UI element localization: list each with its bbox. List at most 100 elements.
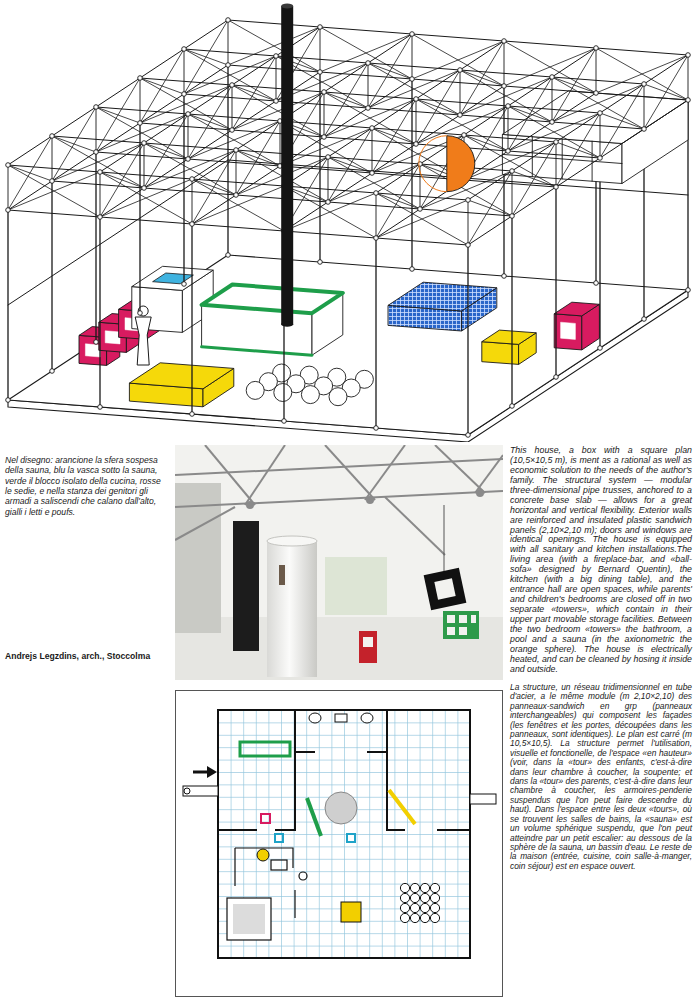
plan-ball-sofa [400, 883, 439, 922]
ball-joint [138, 76, 143, 81]
truss-tube [140, 94, 184, 123]
ball-joint [594, 46, 599, 51]
truss-tube [508, 77, 552, 151]
ball-joint [458, 68, 463, 73]
ball-joint [138, 121, 143, 126]
ball-joint [410, 77, 415, 82]
truss-tube [52, 136, 96, 152]
truss-tube [460, 115, 552, 122]
plan-green-storage [240, 742, 290, 756]
truss-tube [460, 86, 504, 115]
truss-tube [100, 172, 192, 179]
truss-tube [96, 78, 140, 107]
truss-tube [8, 136, 52, 210]
truss-tube [320, 27, 321, 72]
truss-tube [324, 108, 368, 137]
ball-joint [554, 375, 559, 380]
ball-joint [374, 236, 379, 241]
truss-tube [52, 152, 96, 181]
truss-tube [96, 152, 188, 159]
truss-tube [232, 56, 276, 85]
truss-tube [52, 107, 96, 181]
truss-tube [280, 121, 281, 166]
truss-tube [508, 106, 600, 158]
truss-tube [464, 106, 508, 135]
ball-joint [318, 70, 323, 75]
ball-joint [370, 126, 375, 131]
truss-tube [508, 106, 509, 151]
truss-tube [372, 128, 464, 135]
truss-tube [416, 70, 460, 144]
truss-tube [552, 93, 596, 122]
truss-tube [96, 107, 140, 123]
truss-tube [184, 20, 228, 94]
truss-tube [144, 114, 188, 188]
photo-window [325, 557, 387, 615]
truss-tube [416, 70, 460, 99]
truss-tube [468, 216, 512, 245]
kitchen-green-outline [202, 285, 343, 314]
truss-tube [644, 84, 645, 129]
post-tube [191, 224, 192, 414]
truss-tube [96, 78, 140, 152]
truss-tube [236, 121, 280, 150]
photo-chimney [233, 521, 259, 651]
truss-tube [144, 143, 145, 188]
ball-joint [686, 53, 691, 58]
truss-tube [376, 193, 377, 238]
truss-tube [192, 179, 236, 195]
plan-green-bed [307, 798, 321, 836]
truss-tube [100, 217, 192, 224]
truss-tube [468, 200, 469, 245]
truss-tube [508, 122, 552, 151]
truss-tube [504, 86, 596, 93]
truss-tube [280, 121, 372, 128]
ball-joint [230, 128, 235, 133]
truss-tube [328, 202, 420, 209]
plan-post [184, 788, 190, 794]
ball-joint [466, 433, 471, 438]
ball-joint [98, 215, 103, 220]
ball-joint [414, 97, 419, 102]
frame-layer [6, 18, 691, 438]
truss-tube [140, 49, 184, 123]
truss-tube [556, 142, 600, 158]
truss-tube [504, 41, 596, 93]
truss-tube [184, 94, 276, 101]
plan-walls [218, 710, 470, 830]
truss-tube [140, 78, 232, 130]
plan-pouf [275, 834, 283, 842]
truss-tube [140, 123, 232, 130]
yellow-pouf [482, 330, 536, 344]
architect-credit: Andrejs Legzdins, arch., Stoccolma [5, 651, 171, 661]
truss-tube [376, 238, 468, 245]
photo-red-chair [359, 631, 377, 663]
ball-joint [142, 141, 147, 146]
ball-joint [138, 311, 143, 316]
truss-tube [372, 128, 373, 173]
ball-joint [6, 163, 11, 168]
truss-tube [328, 128, 372, 202]
truss-tube [468, 200, 512, 216]
chimney-base [281, 322, 293, 327]
yellow-bed [129, 363, 233, 389]
chair-opening [561, 322, 576, 339]
plan-sanitary [309, 713, 373, 723]
truss-tube [600, 113, 644, 129]
ball-joint [50, 134, 55, 139]
ball-joint [282, 419, 287, 424]
truss-tube [52, 107, 96, 136]
truss-tube [192, 150, 236, 224]
plan-entrance-step [183, 786, 218, 796]
ball-joint [6, 208, 11, 213]
truss-tube [228, 20, 320, 72]
photo-hanger [444, 505, 445, 571]
plan-pouf [347, 834, 355, 842]
truss-tube [8, 165, 100, 217]
truss-tube [96, 107, 188, 159]
sauna-sphere-outline [419, 136, 447, 192]
post-tube [7, 210, 8, 400]
truss-tube [52, 136, 144, 143]
truss-tube [320, 27, 412, 34]
truss-tube [184, 49, 276, 56]
